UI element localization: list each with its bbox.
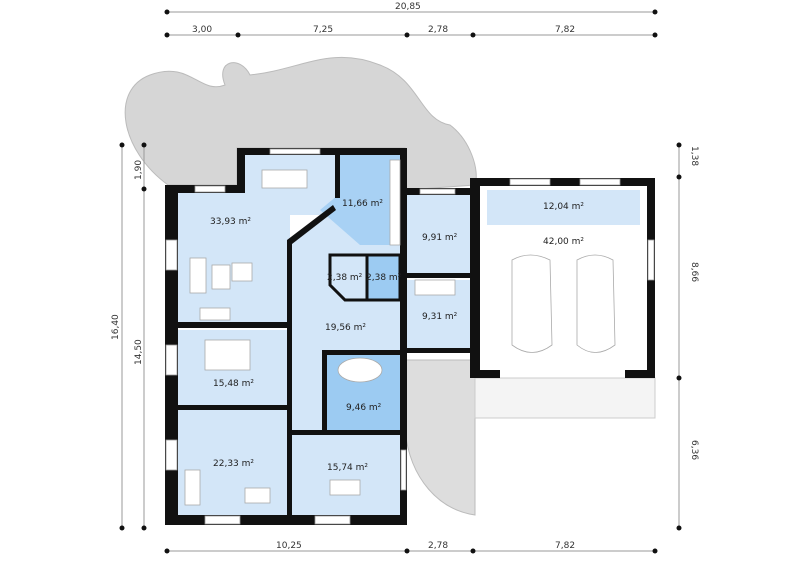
room-label: 15,74 m² xyxy=(327,463,368,473)
dimension-left: 16,40 1,90 14,50 xyxy=(111,142,147,531)
dim-seg: 7,25 xyxy=(313,25,333,35)
dim-seg: 7,82 xyxy=(555,25,575,35)
dim-total: 16,40 xyxy=(111,314,121,340)
room-label: 22,33 m² xyxy=(213,459,254,469)
room-label: 11,66 m² xyxy=(342,199,383,209)
dimension-top: 20,85 3,00 7,25 2,78 7,82 xyxy=(164,2,658,38)
dim-seg: 3,00 xyxy=(192,25,212,35)
terrace xyxy=(124,56,477,191)
dimension-right: 1,38 8,66 6,36 xyxy=(676,142,699,531)
dimension-bottom: 10,25 2,78 7,82 xyxy=(164,541,658,554)
room-label: 42,00 m² xyxy=(543,237,584,247)
car-left xyxy=(511,254,553,353)
dim-seg: 8,66 xyxy=(689,262,699,282)
dim-seg: 7,82 xyxy=(555,541,575,551)
room-label: 33,93 m² xyxy=(210,217,251,227)
dim-seg: 2,78 xyxy=(428,541,448,551)
windows xyxy=(165,148,655,525)
room-label: 12,04 m² xyxy=(543,202,584,212)
dim-seg: 1,90 xyxy=(134,160,144,180)
room-label: 15,48 m² xyxy=(213,379,254,389)
room-labels: 33,93 m² 11,66 m² 9,91 m² 12,04 m² 42,00… xyxy=(210,199,584,473)
dim-seg: 6,36 xyxy=(689,440,699,460)
dim-seg: 1,38 xyxy=(689,146,699,166)
dim-seg: 10,25 xyxy=(276,541,302,551)
room-label: 9,46 m² xyxy=(346,403,382,413)
furniture xyxy=(184,159,616,506)
car-right xyxy=(576,254,616,353)
room-label: 2,38 m² xyxy=(327,273,363,283)
room-label: 2,38 m² xyxy=(366,273,402,283)
garage-apron xyxy=(474,377,656,419)
dim-seg: 2,78 xyxy=(428,25,448,35)
room-label: 9,91 m² xyxy=(422,233,458,243)
dim-seg: 14,50 xyxy=(134,339,144,365)
room-label: 9,31 m² xyxy=(422,312,458,322)
dim-total: 20,85 xyxy=(395,2,421,12)
room-label: 19,56 m² xyxy=(325,323,366,333)
porch xyxy=(404,359,476,516)
